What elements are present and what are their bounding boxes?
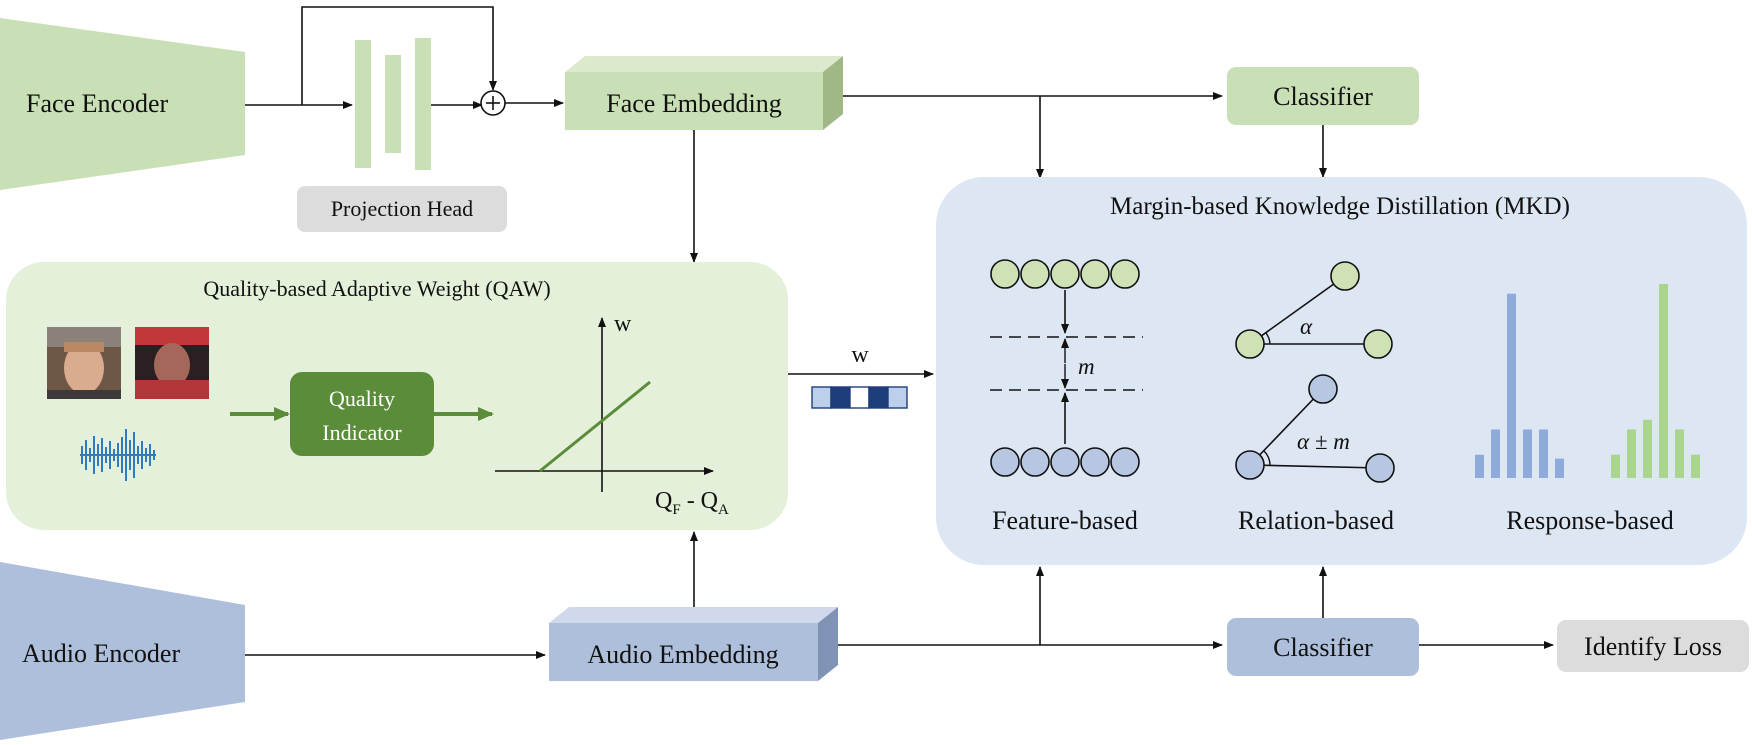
response-bar: [1555, 458, 1564, 478]
identify-loss: Identify Loss: [1557, 620, 1749, 672]
quality-indicator-line1: Quality: [329, 386, 395, 411]
response-bar: [1491, 429, 1500, 478]
face-embedding: Face Embedding: [565, 56, 843, 130]
skip-connection: [301, 6, 497, 105]
response-based-label: Response-based: [1506, 506, 1674, 535]
projection-head-layers: [355, 38, 431, 170]
classifier-top: Classifier: [1227, 67, 1419, 125]
audio-encoder: Audio Encoder: [0, 562, 245, 740]
face-encoder-label: Face Encoder: [26, 89, 169, 118]
response-bar: [1643, 419, 1652, 478]
angle-margin-symbol: α ± m: [1297, 429, 1350, 454]
identify-loss-label: Identify Loss: [1584, 632, 1722, 661]
audio-encoder-label: Audio Encoder: [22, 639, 180, 668]
qaw-panel: Quality-based Adaptive Weight (QAW): [6, 262, 788, 530]
relation-based-label: Relation-based: [1238, 506, 1394, 535]
relation-based-distillation: α α ± m Relation-based: [1235, 261, 1395, 535]
response-bar: [1507, 293, 1516, 478]
face-thumbnail-1: [47, 327, 121, 399]
response-bar: [1611, 454, 1620, 478]
sum-node-icon: [480, 90, 506, 116]
weight-cell: [868, 386, 889, 409]
weight-cell: [811, 386, 832, 409]
face-thumbnail-2: [135, 327, 209, 399]
audio-embedding-label: Audio Embedding: [587, 640, 778, 669]
face-embedding-label: Face Embedding: [606, 89, 781, 118]
weight-plot: w QF - QA: [495, 311, 729, 518]
angle-symbol: α: [1300, 314, 1313, 339]
audio-embedding: Audio Embedding: [549, 607, 838, 681]
weight-label: w: [851, 342, 869, 368]
weight-cell: [887, 386, 908, 409]
blue-feature-circles: [990, 447, 1140, 477]
quality-indicator-line2: Indicator: [322, 420, 402, 445]
response-bar: [1627, 429, 1636, 478]
classifier-bottom-label: Classifier: [1273, 633, 1373, 662]
plot-x-axis-label: QF - QA: [655, 488, 729, 518]
response-bar: [1675, 429, 1684, 478]
green-response-bars: [1611, 284, 1700, 478]
response-bar: [1539, 429, 1548, 478]
margin-symbol: m: [1078, 354, 1095, 379]
response-bar: [1475, 454, 1484, 478]
feature-based-label: Feature-based: [992, 506, 1138, 535]
projection-head-label: Projection Head: [331, 196, 473, 221]
weight-vector: [811, 386, 908, 409]
quality-indicator: Quality Indicator: [290, 372, 434, 456]
plot-y-axis-label: w: [614, 311, 632, 337]
qaw-title: Quality-based Adaptive Weight (QAW): [203, 276, 550, 301]
classifier-top-label: Classifier: [1273, 82, 1373, 111]
weight-cell: [830, 386, 851, 409]
green-feature-circles: [990, 259, 1140, 289]
feature-based-distillation: m Feature-based: [990, 259, 1143, 535]
classifier-bottom: Classifier: [1227, 618, 1419, 676]
face-encoder: Face Encoder: [0, 18, 245, 190]
projection-head-badge: Projection Head: [297, 186, 507, 232]
weight-cell: [849, 386, 870, 409]
audio-waveform-icon: [80, 429, 156, 481]
response-bar: [1659, 284, 1668, 478]
blue-response-bars: [1475, 293, 1564, 478]
response-bar: [1523, 429, 1532, 478]
response-based-distillation: Response-based: [1475, 284, 1700, 535]
response-bar: [1691, 454, 1700, 478]
mkd-panel: Margin-based Knowledge Distillation (MKD…: [936, 177, 1747, 565]
mkd-title: Margin-based Knowledge Distillation (MKD…: [1110, 193, 1570, 220]
